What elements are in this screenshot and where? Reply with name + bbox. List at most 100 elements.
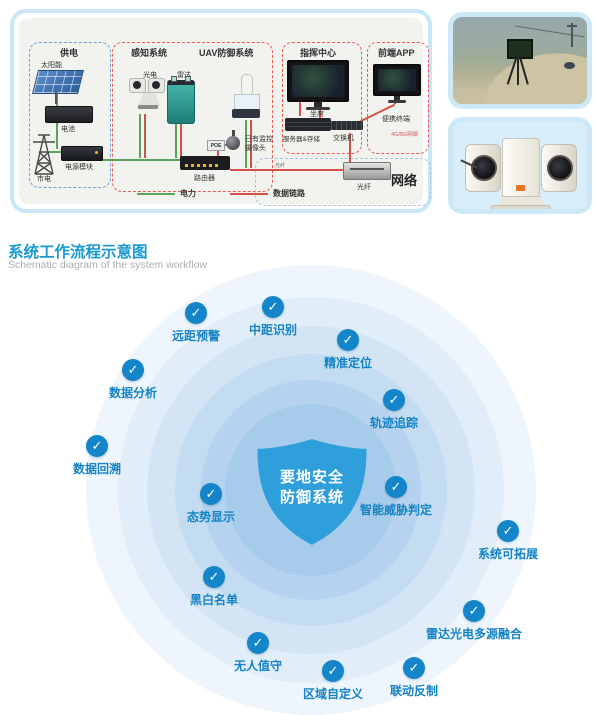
feature-label: 中距识别 bbox=[248, 323, 298, 337]
system-architecture-diagram: 供电 感知系统 UAV防御系统 指挥中心 前端APP 网络 光纤 太阳能 电池 bbox=[10, 9, 432, 213]
brand-logo bbox=[516, 185, 525, 191]
feature-label: 区域自定义 bbox=[302, 687, 364, 701]
check-icon bbox=[496, 520, 519, 542]
diagram-legend: 电力 数据链路 bbox=[19, 188, 423, 199]
existing-camera-label-line1: 已有监控 bbox=[245, 136, 273, 143]
camera-lens bbox=[129, 78, 146, 93]
device-panel bbox=[234, 94, 260, 110]
check-icon bbox=[321, 660, 344, 682]
data-line bbox=[180, 118, 182, 158]
workflow-feature: 中距识别 bbox=[249, 296, 297, 338]
command-screen-icon bbox=[287, 60, 349, 110]
screen-base bbox=[306, 107, 330, 110]
camera-base-plate bbox=[491, 205, 551, 209]
uav-defense-device-icon bbox=[231, 74, 261, 120]
camera-dome bbox=[226, 136, 240, 150]
feature-label: 黑白名单 bbox=[189, 593, 239, 607]
workflow-feature: 轨迹追踪 bbox=[370, 389, 418, 431]
power-line bbox=[49, 151, 63, 153]
feature-label: 数据回溯 bbox=[72, 462, 122, 476]
power-line bbox=[139, 114, 141, 158]
sand-dune bbox=[479, 45, 587, 104]
optoelectronic-label: 光电 bbox=[143, 72, 157, 79]
workflow-feature: 联动反制 bbox=[390, 657, 438, 699]
workflow-feature: 区域自定义 bbox=[303, 660, 363, 702]
check-icon bbox=[261, 296, 284, 318]
left-lens-housing bbox=[460, 144, 501, 192]
screen bbox=[287, 60, 349, 102]
server-storage-label: 服务器&存储 bbox=[283, 136, 320, 143]
camera-base bbox=[138, 105, 158, 109]
legend-power: 电力 bbox=[137, 188, 196, 199]
command-center-group-box bbox=[282, 42, 362, 154]
field-deployment-photo-card bbox=[448, 12, 592, 109]
workflow-feature: 雷达光电多源融合 bbox=[426, 600, 522, 642]
router-icon bbox=[180, 156, 230, 170]
ptz-camera-icon bbox=[129, 78, 167, 116]
device-base bbox=[232, 109, 260, 118]
feature-label: 态势显示 bbox=[186, 510, 236, 524]
switch-icon bbox=[331, 121, 363, 130]
data-line bbox=[299, 102, 301, 116]
workflow-feature: 数据分析 bbox=[109, 359, 157, 401]
network-group-box bbox=[255, 158, 431, 206]
workflow-feature: 系统可拓展 bbox=[478, 520, 538, 562]
fiber-line-label: 光纤 bbox=[275, 163, 286, 169]
power-group-title: 供电 bbox=[60, 48, 79, 58]
field-deployment-photo bbox=[453, 17, 587, 104]
screen-stand bbox=[314, 102, 322, 107]
feature-label: 精准定位 bbox=[323, 356, 373, 370]
feature-label: 数据分析 bbox=[108, 386, 158, 400]
camera-center-body bbox=[502, 138, 540, 198]
feature-label: 智能威胁判定 bbox=[359, 503, 433, 517]
camera-body bbox=[139, 92, 159, 106]
shield-shape bbox=[257, 439, 367, 545]
mains-label: 市电 bbox=[37, 176, 51, 183]
power-line bbox=[245, 120, 247, 168]
power-module-label: 电源模块 bbox=[65, 164, 93, 171]
shield-title-line1: 要地安全 bbox=[279, 469, 344, 486]
legend-data-label: 数据链路 bbox=[273, 189, 305, 198]
antenna bbox=[241, 74, 253, 96]
check-icon bbox=[402, 657, 425, 679]
data-line bbox=[349, 133, 351, 163]
workflow-feature: 数据回溯 bbox=[73, 435, 121, 477]
data-line bbox=[319, 102, 321, 124]
solar-pole bbox=[55, 92, 57, 104]
feature-label: 系统可拓展 bbox=[477, 547, 539, 561]
shield-title-line2: 防御系统 bbox=[279, 488, 344, 506]
router-label: 路由器 bbox=[194, 175, 215, 182]
data-line bbox=[250, 120, 252, 168]
workflow-feature: 无人值守 bbox=[234, 632, 282, 674]
diagram-panel: 供电 感知系统 UAV防御系统 指挥中心 前端APP 网络 光纤 太阳能 电池 bbox=[19, 18, 431, 206]
feature-label: 联动反制 bbox=[389, 684, 439, 698]
battery-label: 电池 bbox=[61, 126, 75, 133]
check-icon bbox=[199, 483, 222, 505]
check-icon bbox=[384, 476, 407, 498]
feature-label: 远距预警 bbox=[171, 329, 221, 343]
check-icon bbox=[246, 632, 269, 654]
wireless-link-label: 4G/5G网络 bbox=[391, 132, 419, 138]
check-icon bbox=[184, 302, 207, 324]
far-pole bbox=[567, 23, 577, 47]
workflow-feature: 智能威胁判定 bbox=[360, 476, 432, 518]
cable bbox=[515, 25, 585, 38]
camera-lens bbox=[148, 78, 165, 93]
data-line bbox=[217, 148, 219, 156]
radar-icon bbox=[167, 76, 195, 124]
shield-icon: 要地安全 防御系统 bbox=[254, 438, 370, 546]
sensing-group-title: 感知系统 bbox=[131, 48, 168, 58]
workflow-feature: 精准定位 bbox=[324, 329, 372, 371]
uav-group-title: UAV防御系统 bbox=[199, 48, 254, 58]
frontend-app-group-box bbox=[367, 42, 429, 154]
command-group-title: 指挥中心 bbox=[300, 48, 337, 58]
check-icon bbox=[121, 359, 144, 381]
switch-label: 交换机 bbox=[333, 135, 354, 142]
screen-stand bbox=[394, 96, 400, 100]
tripod-leg bbox=[517, 57, 519, 85]
workflow-subtitle: Schematic diagram of the system workflow bbox=[8, 259, 207, 271]
app-group-title: 前端APP bbox=[378, 48, 415, 58]
check-icon bbox=[462, 600, 485, 622]
workflow-title: 系统工作流程示意图 bbox=[8, 244, 148, 261]
solar-panel-icon bbox=[32, 70, 84, 94]
